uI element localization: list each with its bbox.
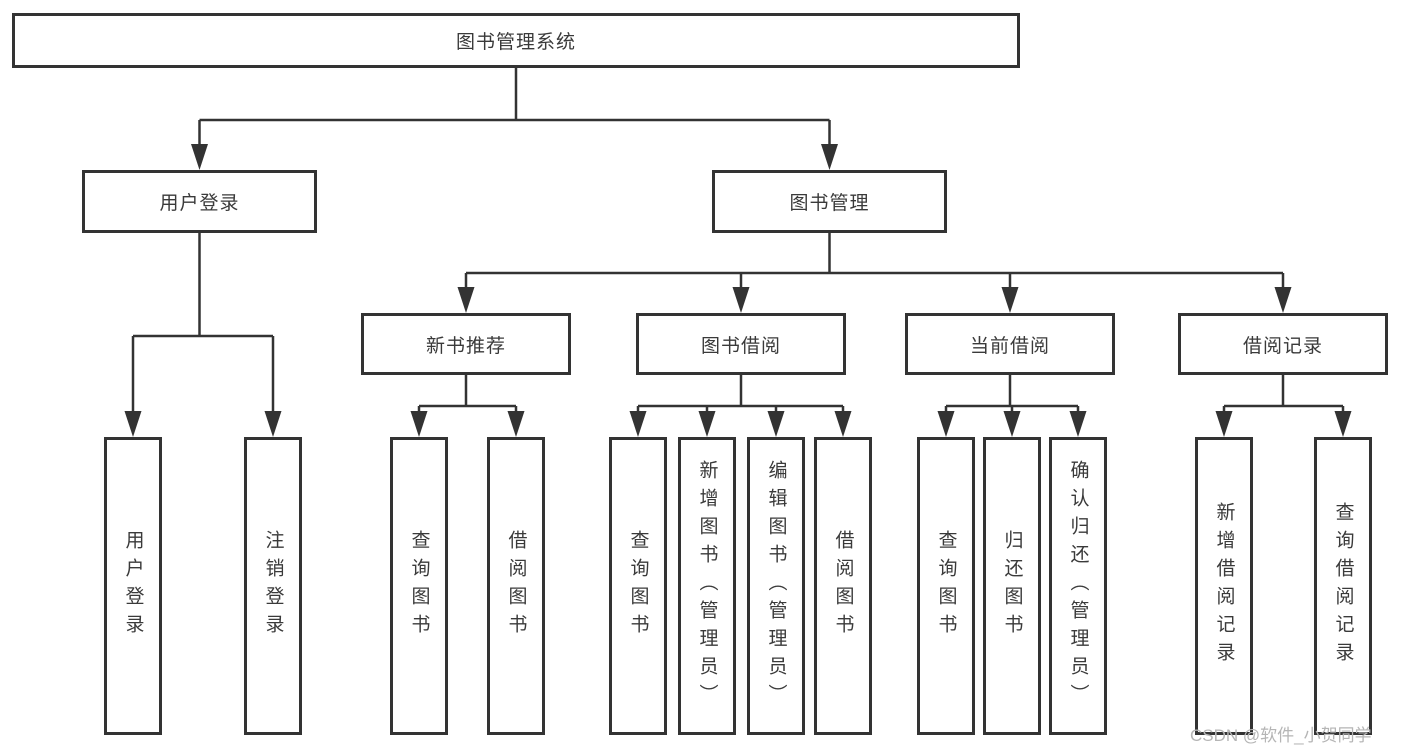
leaf-edit-book-admin: 编辑图书（管理员） <box>747 437 805 735</box>
leaf-query-books-recommend: 查询图书 <box>390 437 448 735</box>
leaf-user-login: 用户登录 <box>104 437 162 735</box>
node-current-borrowing: 当前借阅 <box>905 313 1115 375</box>
leaf-borrow-books-recommend: 借阅图书 <box>487 437 545 735</box>
leaf-return-books: 归还图书 <box>983 437 1041 735</box>
leaf-add-borrow-record: 新增借阅记录 <box>1195 437 1253 735</box>
node-new-book-recommendation: 新书推荐 <box>361 313 571 375</box>
node-borrowing-records: 借阅记录 <box>1178 313 1388 375</box>
node-user-login: 用户登录 <box>82 170 317 233</box>
leaf-logout: 注销登录 <box>244 437 302 735</box>
leaf-borrow-books-borrowing: 借阅图书 <box>814 437 872 735</box>
node-library-system: 图书管理系统 <box>12 13 1020 68</box>
leaf-query-books-current: 查询图书 <box>917 437 975 735</box>
node-book-borrowing: 图书借阅 <box>636 313 846 375</box>
leaf-add-book-admin: 新增图书（管理员） <box>678 437 736 735</box>
leaf-confirm-return-admin: 确认归还（管理员） <box>1049 437 1107 735</box>
watermark: CSDN @软件_小贺同学 <box>1190 726 1372 745</box>
node-book-management: 图书管理 <box>712 170 947 233</box>
leaf-query-books-borrowing: 查询图书 <box>609 437 667 735</box>
leaf-query-borrow-record: 查询借阅记录 <box>1314 437 1372 735</box>
